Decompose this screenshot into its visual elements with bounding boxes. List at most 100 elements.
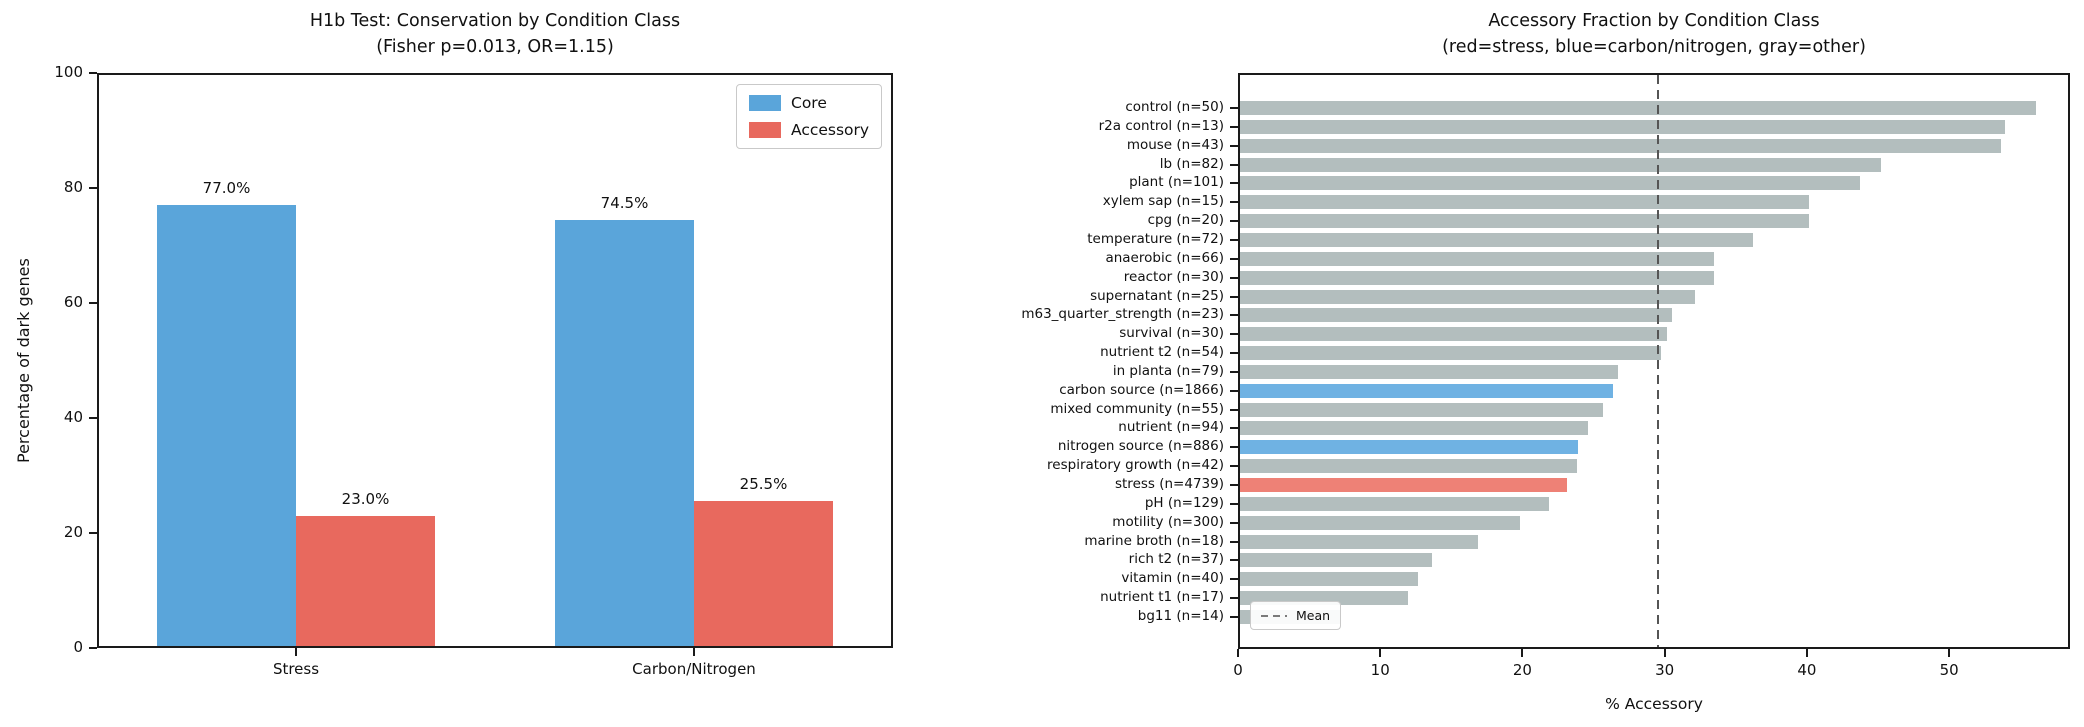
bar-other-6 (1240, 214, 1809, 229)
bar-other-2 (1240, 138, 2001, 153)
bar-other-9 (1240, 270, 1714, 285)
bar-accessory-1 (694, 501, 833, 646)
bar-other-7 (1240, 232, 1754, 247)
category-label: reactor (n=30) (1123, 268, 1224, 285)
mean-legend-label: Mean (1296, 608, 1331, 623)
left-x-tick-label: Stress (272, 660, 320, 678)
bar-core-0 (157, 205, 296, 646)
right-y-tick (1230, 502, 1238, 505)
left-x-tick (693, 648, 695, 656)
right-chart-subtitle: (red=stress, blue=carbon/nitrogen, gray=… (1442, 37, 1866, 58)
right-y-tick (1230, 408, 1238, 411)
category-label: marine broth (n=18) (1084, 532, 1224, 549)
right-x-tick (1805, 649, 1808, 657)
left-chart-title-block: H1b Test: Conservation by Condition Clas… (97, 8, 893, 61)
left-y-tick-label: 0 (73, 638, 83, 656)
right-y-tick (1230, 238, 1238, 241)
left-x-tick-label: Carbon/Nitrogen (632, 660, 756, 678)
category-label: in planta (n=79) (1112, 362, 1224, 379)
core-swatch-icon (749, 95, 781, 111)
right-y-tick (1230, 220, 1238, 223)
bar-other-4 (1240, 176, 1861, 191)
bar-value-label: 23.0% (341, 489, 390, 508)
category-label: rich t2 (n=37) (1128, 551, 1224, 568)
category-label: carbon source (n=1866) (1059, 381, 1224, 398)
right-y-tick (1230, 370, 1238, 373)
category-label: xylem sap (n=15) (1102, 193, 1224, 210)
bar-other-8 (1240, 251, 1714, 266)
left-legend: Core Accessory (736, 84, 883, 149)
bar-value-label: 77.0% (202, 179, 251, 198)
right-y-tick (1230, 125, 1238, 128)
bar-value-label: 25.5% (739, 475, 788, 494)
bar-other-21 (1240, 496, 1549, 511)
right-y-tick (1230, 427, 1238, 430)
category-label: pH (n=129) (1144, 494, 1224, 511)
left-y-tick (89, 647, 97, 649)
right-y-tick (1230, 484, 1238, 486)
bar-carbon_nitrogen-18 (1240, 440, 1579, 455)
category-label: anaerobic (n=66) (1105, 249, 1224, 266)
bar-other-23 (1240, 534, 1478, 549)
right-y-tick (1230, 144, 1238, 147)
right-x-tick (1948, 649, 1951, 657)
category-label: r2a control (n=13) (1098, 117, 1224, 134)
left-y-tick-label: 60 (63, 293, 83, 311)
category-label: mixed community (n=55) (1050, 400, 1224, 417)
bar-other-17 (1240, 421, 1589, 436)
category-label: survival (n=30) (1119, 325, 1224, 342)
bar-other-19 (1240, 459, 1578, 474)
accessory-legend-label: Accessory (791, 121, 870, 139)
category-label: m63_quarter_strength (n=23) (1021, 306, 1224, 323)
dashed-line-icon (1261, 614, 1287, 617)
right-y-tick (1230, 597, 1238, 600)
bar-stress-20 (1240, 478, 1568, 492)
bar-other-16 (1240, 402, 1603, 417)
category-label: supernatant (n=25) (1090, 287, 1224, 304)
bar-other-12 (1240, 327, 1667, 342)
right-y-tick (1230, 578, 1238, 581)
category-label: nutrient t1 (n=17) (1100, 589, 1224, 606)
mean-legend: Mean (1250, 601, 1342, 630)
left-y-tick (89, 417, 97, 419)
bar-other-1 (1240, 119, 2006, 134)
right-y-tick (1230, 295, 1238, 298)
right-x-tick (1237, 649, 1239, 657)
right-chart-title: Accessory Fraction by Condition Class (1488, 11, 1820, 31)
category-label: stress (n=4739) (1114, 476, 1224, 492)
bar-other-13 (1240, 346, 1661, 361)
category-label: control (n=50) (1125, 99, 1224, 115)
category-label: lb (n=82) (1159, 155, 1224, 172)
left-y-tick (89, 72, 97, 74)
right-y-tick (1230, 465, 1238, 468)
right-x-axis-label: % Accessory (1605, 695, 1703, 713)
left-y-tick (89, 302, 97, 304)
right-y-tick (1230, 446, 1238, 449)
legend-item-accessory: Accessory (749, 121, 869, 139)
category-label: respiratory growth (n=42) (1047, 457, 1224, 474)
right-x-tick-label: 10 (1370, 661, 1390, 679)
bar-other-25 (1240, 572, 1418, 587)
bar-core-1 (555, 219, 694, 646)
right-chart-title-block: Accessory Fraction by Condition Class (r… (1238, 8, 2070, 61)
left-y-tick-label: 40 (63, 408, 83, 426)
right-x-tick-label: 30 (1655, 661, 1675, 679)
mean-line (1656, 75, 1659, 647)
right-y-tick (1230, 314, 1238, 317)
right-y-tick (1230, 521, 1238, 524)
category-label: vitamin (n=40) (1121, 570, 1224, 587)
right-y-tick (1230, 540, 1238, 543)
left-x-tick (295, 648, 297, 656)
bar-other-22 (1240, 515, 1521, 530)
right-y-tick (1230, 333, 1238, 336)
right-x-tick-label: 0 (1233, 661, 1243, 679)
left-chart-title: H1b Test: Conservation by Condition Clas… (309, 11, 681, 31)
category-label: temperature (n=72) (1087, 230, 1224, 247)
right-y-tick (1230, 559, 1238, 562)
category-label: nutrient t2 (n=54) (1100, 344, 1224, 361)
left-chart-subtitle: (Fisher p=0.013, OR=1.15) (376, 37, 614, 58)
right-y-tick (1230, 182, 1238, 185)
bar-other-5 (1240, 195, 1809, 210)
